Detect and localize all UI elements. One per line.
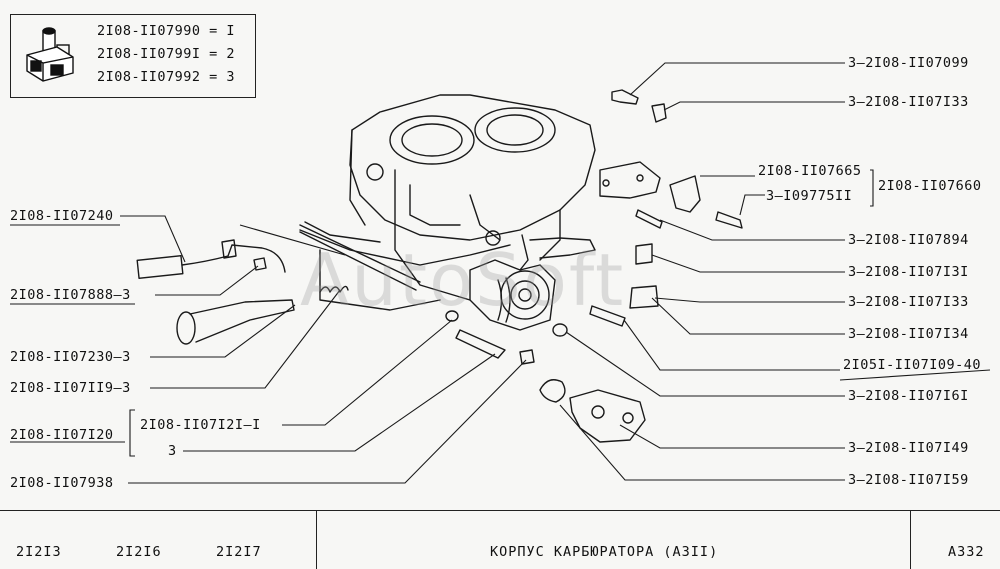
leader-lines <box>10 62 991 484</box>
legend-row-2: 2I08-II0799I = 2 <box>97 46 236 62</box>
part-label: 2I08-II07888—3 <box>10 287 131 303</box>
footer-divider <box>910 511 911 569</box>
legend-row-1: 2I08-II07990 = I <box>97 23 236 39</box>
part-label: 2I08-II07665 <box>758 163 862 179</box>
part-label: 3—2I08-II07I33 <box>848 294 969 310</box>
fastener-set-icon <box>26 27 74 82</box>
legend-row-3: 2I08-II07992 = 3 <box>97 69 236 85</box>
page-code: А332 <box>948 544 985 560</box>
part-label: 3—2I08-II07I34 <box>848 326 969 342</box>
page-title: КОРПУС КАРБЮРАТОРА (АЗII) <box>490 544 719 560</box>
part-label: 3—I09775II <box>766 188 853 204</box>
part-label: 3—2I08-II07I33 <box>848 94 969 110</box>
carburetor-body-drawing <box>299 94 596 331</box>
part-label: 3 <box>168 443 177 459</box>
part-label: 2I08-II07240 <box>10 208 114 224</box>
part-label: 2I08-II07938 <box>10 475 114 491</box>
legend-box: 2I08-II07990 = I 2I08-II0799I = 2 2I08-I… <box>10 14 256 98</box>
part-label: 3—2I08-II07I59 <box>848 472 969 488</box>
watermark: AutoSoft <box>300 238 626 322</box>
part-label: 2I05I-II07I09-40 <box>843 357 982 373</box>
part-label: 2I08-II07I20 <box>10 427 114 443</box>
model-code: 2I2I3 <box>16 544 62 560</box>
part-label: 3—2I08-II07I6I <box>848 388 969 404</box>
part-label: 2I08-II07660 <box>878 178 982 194</box>
part-label: 3—2I08-II07894 <box>848 232 969 248</box>
part-label: 2I08-II07230—3 <box>10 349 131 365</box>
part-label: 2I08-II07I2I—I <box>140 417 261 433</box>
footer: 2I2I3 2I2I6 2I2I7 КОРПУС КАРБЮРАТОРА (АЗ… <box>0 510 1000 569</box>
model-code: 2I2I6 <box>116 544 162 560</box>
part-label: 3—2I08-II07099 <box>848 55 969 71</box>
bracket-drawing <box>599 161 661 199</box>
model-code: 2I2I7 <box>216 544 262 560</box>
footer-divider <box>316 511 317 569</box>
part-label: 3—2I08-II07I3I <box>848 264 969 280</box>
part-label: 3—2I08-II07I49 <box>848 440 969 456</box>
part-label: 2I08-II07II9—3 <box>10 380 131 396</box>
